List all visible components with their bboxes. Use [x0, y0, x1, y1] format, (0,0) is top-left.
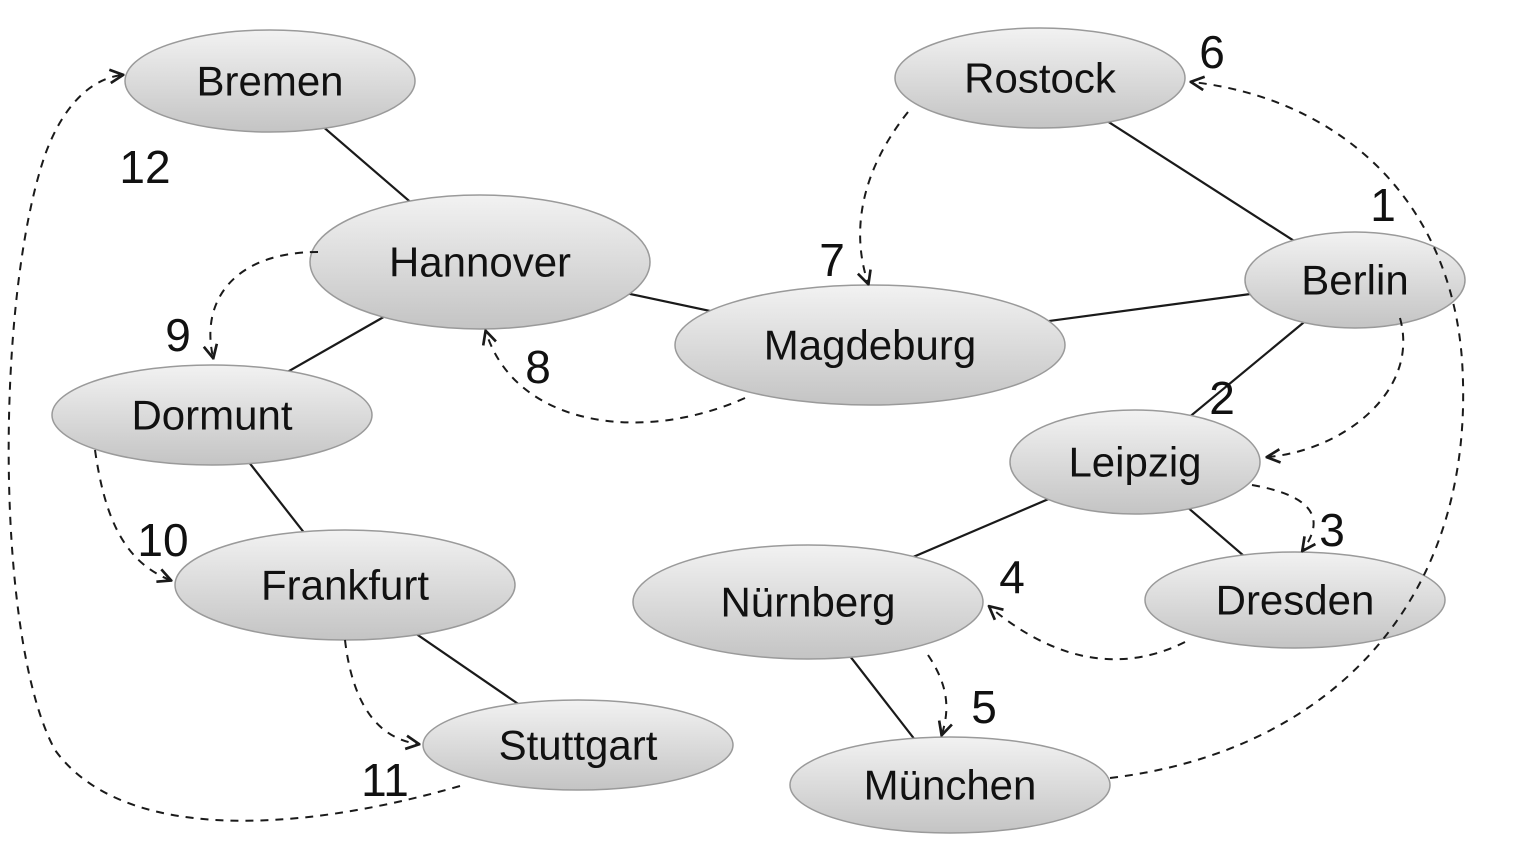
- traversal-arrow-11: [344, 639, 418, 744]
- traversal-arrow-6: [1109, 82, 1465, 779]
- node-label-stuttgart: Stuttgart: [499, 722, 658, 769]
- node-label-magdeburg: Magdeburg: [764, 322, 976, 369]
- traversal-arrow-5: [927, 654, 946, 734]
- node-ellipse-nurnberg: [632, 544, 984, 660]
- traversal-order-6: 6: [1199, 26, 1225, 78]
- traversal-arrow-4: [990, 607, 1186, 661]
- node-rostock: Rostock: [894, 27, 1186, 129]
- node-ellipse-stuttgart: [422, 699, 734, 791]
- node-ellipse-dormunt: [51, 364, 373, 466]
- node-label-frankfurt: Frankfurt: [261, 562, 429, 609]
- traversal-arrow-9: [210, 251, 319, 357]
- traversal-order-8: 8: [525, 341, 551, 393]
- node-frankfurt: Frankfurt: [174, 529, 516, 641]
- traversal-arrow-3: [1251, 484, 1314, 550]
- node-ellipse-leipzig: [1009, 409, 1261, 515]
- traversal-order-11: 11: [361, 754, 409, 806]
- node-dresden: Dresden: [1144, 551, 1446, 649]
- node-ellipse-dresden: [1144, 551, 1446, 649]
- node-label-nurnberg: Nürnberg: [720, 579, 895, 626]
- node-leipzig: Leipzig: [1009, 409, 1261, 515]
- traversal-order-9: 9: [165, 309, 191, 361]
- traversal-order-12: 12: [119, 141, 170, 193]
- node-label-bremen: Bremen: [196, 58, 343, 105]
- node-ellipse-hannover: [309, 194, 651, 330]
- node-label-munchen: München: [864, 762, 1037, 809]
- node-label-rostock: Rostock: [964, 55, 1117, 102]
- node-berlin: Berlin: [1244, 231, 1466, 329]
- node-bremen: Bremen: [124, 29, 416, 133]
- traversal-order-3: 3: [1319, 504, 1345, 556]
- node-label-leipzig: Leipzig: [1068, 439, 1201, 486]
- node-nurnberg: Nürnberg: [632, 544, 984, 660]
- node-label-dresden: Dresden: [1216, 577, 1375, 624]
- node-label-berlin: Berlin: [1301, 257, 1408, 304]
- node-ellipse-berlin: [1244, 231, 1466, 329]
- node-dormunt: Dormunt: [51, 364, 373, 466]
- node-label-dormunt: Dormunt: [131, 392, 292, 439]
- traversal-order-4: 4: [999, 551, 1025, 603]
- node-ellipse-rostock: [894, 27, 1186, 129]
- traversal-order-5: 5: [971, 681, 997, 733]
- traversal-order-10: 10: [137, 514, 188, 566]
- traversal-arrow-2: [1268, 317, 1405, 457]
- traversal-order-7: 7: [819, 234, 845, 286]
- traversal-order-1: 1: [1370, 179, 1396, 231]
- node-magdeburg: Magdeburg: [674, 284, 1066, 406]
- traversal-arrow-10: [94, 449, 170, 580]
- traversal-arrow-7: [860, 111, 909, 283]
- node-label-hannover: Hannover: [389, 239, 571, 286]
- node-stuttgart: Stuttgart: [422, 699, 734, 791]
- node-hannover: Hannover: [309, 194, 651, 330]
- traversal-order-2: 2: [1209, 372, 1235, 424]
- node-munchen: München: [789, 736, 1111, 834]
